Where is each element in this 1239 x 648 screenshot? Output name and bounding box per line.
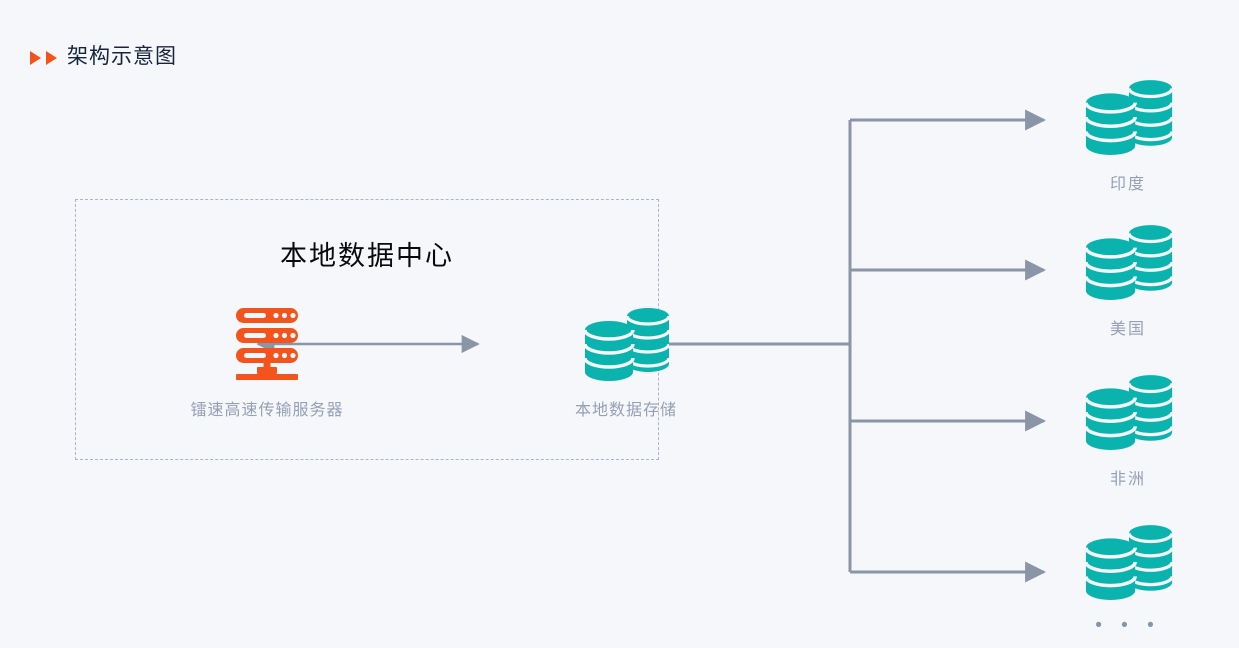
node-transfer-server[interactable]: 镭速高速传输服务器 [182,300,352,420]
page-title: 架构示意图 [30,46,177,67]
region-more-caption: • • • [1095,615,1161,636]
server-rack-icon [182,300,352,382]
page-title-text: 架构示意图 [67,45,177,68]
database-stack-icon [1048,521,1208,601]
region-usa[interactable]: 美国 [1048,221,1208,339]
region-india-caption: 印度 [1109,176,1146,193]
region-africa-caption: 非洲 [1109,471,1146,488]
node-transfer-server-caption: 镭速高速传输服务器 [190,402,344,419]
node-local-storage[interactable]: 本地数据存储 [541,300,711,420]
region-more[interactable]: • • • [1048,521,1208,637]
region-africa[interactable]: 非洲 [1048,371,1208,489]
database-stack-icon [1048,76,1208,156]
database-stack-icon [1048,221,1208,301]
double-triangle-right-icon [30,50,57,65]
region-india[interactable]: 印度 [1048,76,1208,194]
node-local-storage-caption: 本地数据存储 [574,402,677,419]
database-stack-icon [1048,371,1208,451]
local-data-center-title: 本地数据中心 [280,241,454,271]
database-stack-icon [541,300,711,382]
local-data-center-group: 本地数据中心 [75,199,676,460]
region-usa-caption: 美国 [1109,321,1146,338]
